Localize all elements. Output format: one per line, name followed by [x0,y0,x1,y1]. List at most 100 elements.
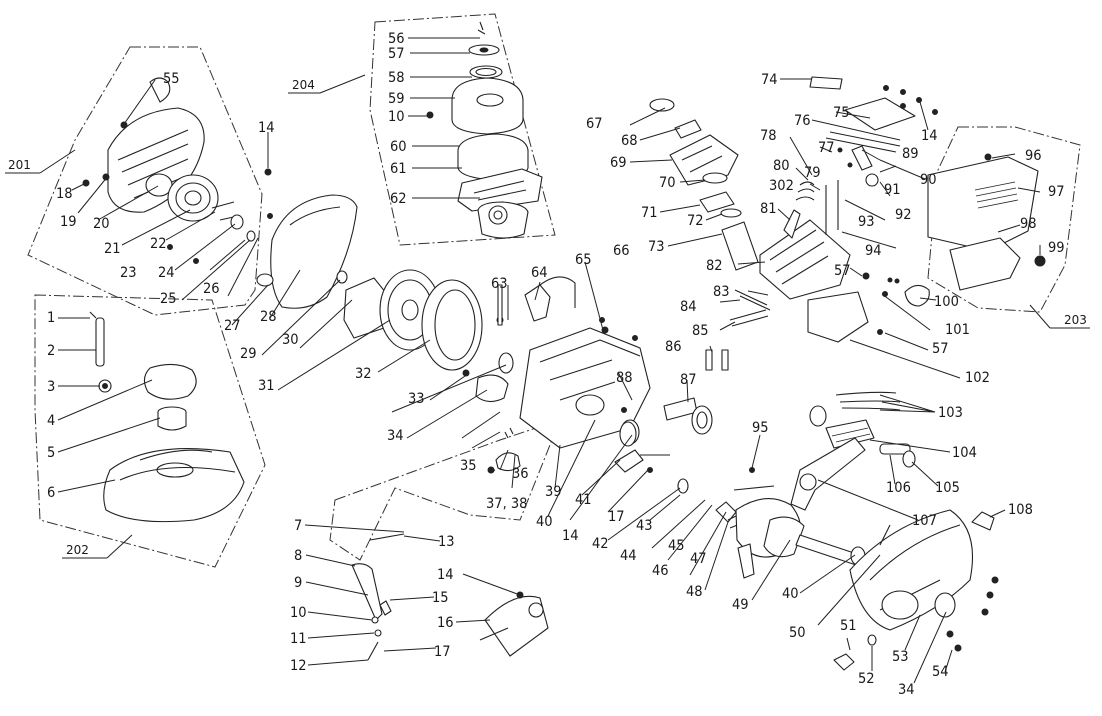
part-label-95: 95 [752,420,769,436]
part-label-28: 28 [260,309,277,325]
part-label-49: 49 [732,597,749,613]
recoil-starter-assembly [82,77,256,264]
part-label-99: 99 [1048,240,1065,256]
part-label-51: 51 [840,618,857,634]
part-label-97: 97 [1048,184,1065,200]
part-label-46: 46 [652,563,669,579]
group-tag-204: 204 [292,78,315,92]
group-boundaries [27,13,1081,568]
part-label-69: 69 [610,155,627,171]
part-label-90: 90 [920,172,937,188]
part-label-20: 20 [93,216,110,232]
part-label-62: 62 [390,191,407,207]
part-label-71: 71 [641,205,658,221]
part-label-56: 56 [388,31,405,47]
part-label-9: 9 [294,575,302,591]
part-label-61: 61 [390,161,407,177]
part-label-4: 4 [47,413,55,429]
part-label-39: 39 [545,484,562,500]
part-label-89: 89 [902,146,919,162]
part-label-31: 31 [258,378,275,394]
part-label-37-38: 37, 38 [486,496,527,512]
leader-lines [57,37,1041,684]
part-label-93: 93 [858,214,875,230]
part-label-14: 14 [258,120,275,136]
part-label-18: 18 [56,186,73,202]
part-label-12: 12 [290,658,307,674]
group-tags: 201 202 203 204 [5,74,1090,559]
part-label-47: 47 [690,551,707,567]
part-label-16: 16 [437,615,454,631]
part-label-17-b: 17 [608,509,625,525]
part-label-14-c: 14 [562,528,579,544]
part-label-17: 17 [434,644,451,660]
part-label-44: 44 [620,548,637,564]
part-label-33: 33 [408,391,425,407]
part-label-3: 3 [47,379,55,395]
part-label-96: 96 [1025,148,1042,164]
part-label-84: 84 [680,299,697,315]
part-label-26: 26 [203,281,220,297]
part-label-94: 94 [865,243,882,259]
part-label-75: 75 [833,105,850,121]
part-number-labels: 56 57 58 59 10 60 61 62 55 14 18 19 20 2… [47,31,1065,698]
part-label-73: 73 [648,239,665,255]
part-label-104: 104 [952,445,977,461]
part-label-91: 91 [884,182,901,198]
part-label-52: 52 [858,671,875,687]
part-label-67: 67 [586,116,603,132]
part-label-68: 68 [621,133,638,149]
part-label-82: 82 [706,258,723,274]
part-label-70: 70 [659,175,676,191]
part-label-76: 76 [794,113,811,129]
part-label-34: 34 [387,428,404,444]
part-label-57-b: 57 [834,263,851,279]
part-label-7: 7 [294,518,302,534]
part-label-83: 83 [713,284,730,300]
part-label-45: 45 [668,538,685,554]
fan-shroud [256,168,358,309]
part-label-19: 19 [60,214,77,230]
flywheel-rotor-group [336,269,514,403]
part-label-24: 24 [158,265,175,281]
part-label-87: 87 [680,372,697,388]
part-label-107: 107 [912,513,937,529]
part-label-57-c: 57 [932,341,949,357]
part-label-32: 32 [355,366,372,382]
part-label-5: 5 [47,445,55,461]
part-label-48: 48 [686,584,703,600]
part-label-42: 42 [592,536,609,552]
part-drawings [82,21,1046,671]
part-label-102: 102 [965,370,990,386]
fuel-tank-assembly [89,311,245,523]
part-label-23: 23 [120,265,137,281]
part-label-34-b: 34 [898,682,915,698]
part-label-10-b: 10 [290,605,307,621]
part-label-29: 29 [240,346,257,362]
part-label-40-b: 40 [782,586,799,602]
part-label-30: 30 [282,332,299,348]
part-label-22: 22 [150,236,167,252]
group-201-boundary [27,46,263,316]
part-label-40: 40 [536,514,553,530]
group-tag-201: 201 [8,158,31,172]
part-label-60: 60 [390,139,407,155]
part-label-80: 80 [773,158,790,174]
part-label-57: 57 [388,46,405,62]
air-filter-assembly [426,21,543,239]
part-label-65: 65 [575,252,592,268]
part-label-14-d: 14 [921,128,938,144]
part-label-103: 103 [938,405,963,421]
part-label-66: 66 [613,243,630,259]
crankcase-connector-boundary [329,419,561,561]
part-label-88: 88 [616,370,633,386]
part-label-21: 21 [104,241,121,257]
carburetor-group [649,76,938,271]
part-label-36: 36 [512,466,529,482]
part-label-43: 43 [636,518,653,534]
part-label-74: 74 [761,72,778,88]
part-label-50: 50 [789,625,806,641]
part-label-13: 13 [438,534,455,550]
part-label-81: 81 [760,201,777,217]
